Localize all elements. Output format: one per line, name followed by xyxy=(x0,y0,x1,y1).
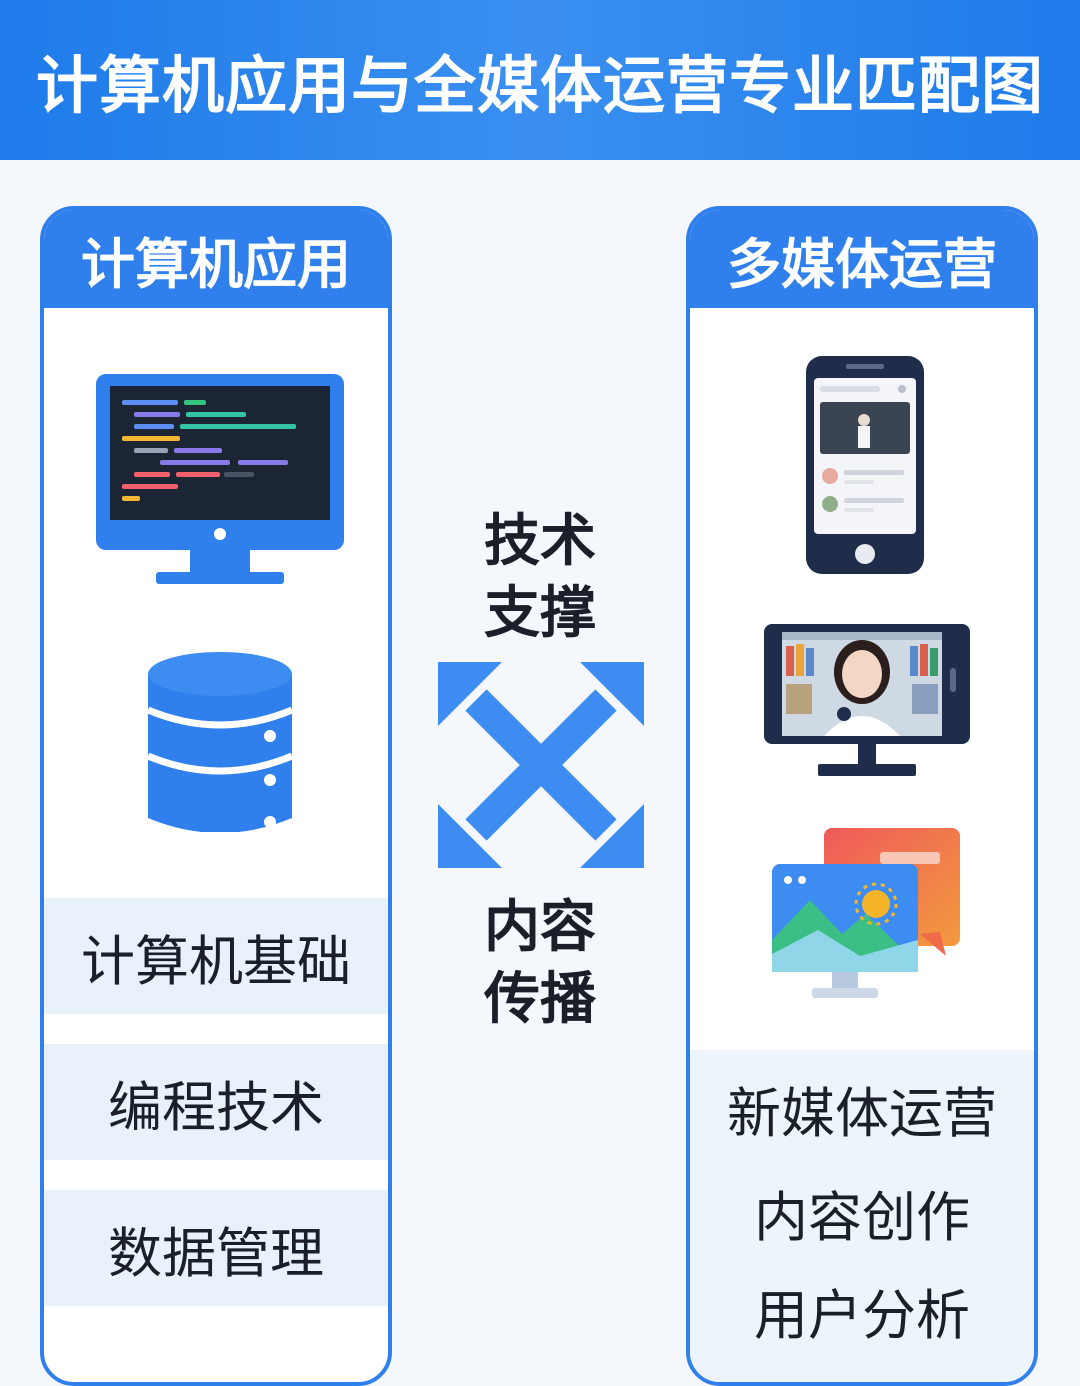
code-monitor-icon xyxy=(96,374,344,584)
smartphone-icon xyxy=(806,356,924,574)
right-item-content-creation: 内容创作 xyxy=(754,1185,970,1249)
center-label-content-spread: 内容 传播 xyxy=(470,892,610,1036)
center-top-line-1: 技术 xyxy=(484,509,596,574)
computer-application-panel: 计算机应用 计算机基础 编程技术 数据管理 xyxy=(40,206,392,1386)
video-presenter-icon xyxy=(764,624,970,776)
right-item-new-media: 新媒体运营 xyxy=(727,1081,997,1145)
center-bottom-line-1: 内容 xyxy=(484,895,596,960)
cross-arrows-icon xyxy=(438,662,644,868)
center-top-line-2: 支撑 xyxy=(484,581,596,646)
image-media-icon xyxy=(772,828,960,998)
left-item-programming: 编程技术 xyxy=(44,1044,388,1160)
center-label-tech-support: 技术 支撑 xyxy=(470,506,610,650)
database-icon xyxy=(146,652,294,832)
right-item-user-analysis: 用户分析 xyxy=(754,1283,970,1347)
multimedia-operation-panel: 多媒体运营 xyxy=(686,206,1038,1386)
left-panel-heading: 计算机应用 xyxy=(44,210,388,308)
left-item-data-management: 数据管理 xyxy=(44,1190,388,1306)
right-panel-heading: 多媒体运营 xyxy=(690,210,1034,308)
left-item-computer-basics: 计算机基础 xyxy=(44,898,388,1014)
page-title: 计算机应用与全媒体运营专业匹配图 xyxy=(35,49,1044,122)
header-banner: 计算机应用与全媒体运营专业匹配图 xyxy=(0,0,1080,160)
center-bottom-line-2: 传播 xyxy=(484,967,596,1032)
right-items-background xyxy=(690,1050,1034,1382)
